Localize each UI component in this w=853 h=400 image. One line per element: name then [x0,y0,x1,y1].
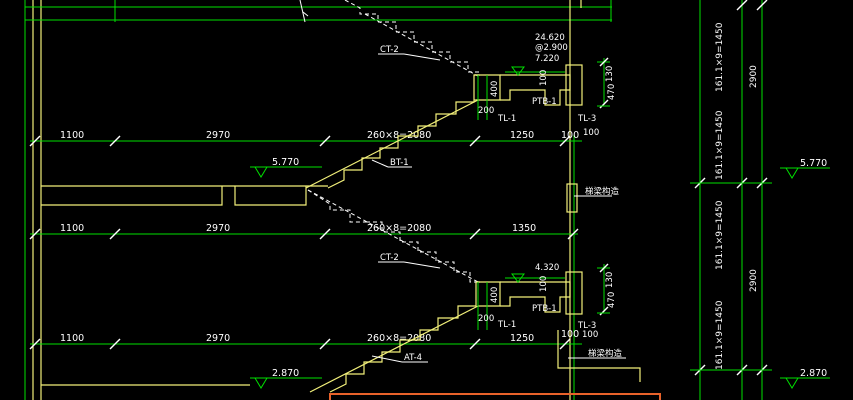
dim-200-a: 200 [478,106,494,116]
dim1-1100: 1100 [60,130,84,141]
label-ptb1-b: PTB-1 [532,304,557,314]
dim-470-a: 470 [607,84,617,100]
selection-frame [329,393,661,400]
dim-470-b: 470 [607,292,617,308]
left-walls [24,0,116,400]
dim2-1350: 1350 [512,223,536,234]
dim2-2970: 2970 [206,223,230,234]
vert-dim-1: 161.1×9=1450 [715,22,725,92]
label-ptb1-a: PTB-1 [532,97,557,107]
lower-beam-detail: 梯梁构造 [557,330,641,382]
upper-landing-block [474,57,610,120]
right-column [569,0,612,400]
elev-upper-2: @2.900 [535,43,568,53]
dim-100-b: 100 [539,276,549,292]
dim3-2080: 260×8=2080 [367,333,431,344]
right-elev-marker-1: 5.770 [780,158,830,179]
elev-upper-3: 7.220 [535,54,559,64]
right-elev-marker-2: 2.870 [780,368,830,389]
label-tl3-b: TL-3 [577,321,596,331]
dim-130-a: 130 [605,66,615,82]
top-floor-lines [25,0,612,23]
left-elev-marker-1: 5.770 [250,157,322,178]
dim-400-b: 400 [490,287,500,303]
vertical-dims: 161.1×9=1450 161.1×9=1450 161.1×9=1450 1… [715,22,759,370]
label-bt1: BT-1 [390,158,409,168]
label-ct2-b: CT-2 [380,253,399,263]
note-a: 梯梁构造 [585,186,620,197]
dim1-100: 100 [561,130,579,141]
dim3-1100: 1100 [60,333,84,344]
dim1-1250: 1250 [510,130,534,141]
dim-130-b: 130 [605,272,615,288]
mid-beam-section: 梯梁构造 [566,183,620,213]
left-elev-marker-2: 2.870 [250,368,322,389]
left-elev-1: 5.770 [272,157,299,168]
dim2-1100: 1100 [60,223,84,234]
vert-dim-3: 161.1×9=1450 [715,110,725,180]
right-elev-1: 5.770 [800,158,827,169]
lower-annotations: CT-2 4.320 400 100 200 PTB-1 TL-1 TL-3 1… [371,253,617,363]
upper-dashed-stair [307,0,480,223]
label-ct2-a: CT-2 [380,45,399,55]
dim-row-1: 1100 2970 260×8=2080 1250 100 100 [29,128,599,147]
dim3-2970: 2970 [206,333,230,344]
label-tl1-b: TL-1 [497,320,516,330]
vert-2900-b: 2900 [749,269,759,292]
label-tl1-a: TL-1 [497,114,516,124]
vert-dim-2: 161.1×9=1450 [715,200,725,270]
upper-annotations: CT-2 24.620 @2.900 7.220 400 100 200 PTB… [371,33,617,168]
dim-row-2: 1100 2970 260×8=2080 1350 [29,223,579,240]
lower-landing-block [476,263,610,330]
elev-upper-1: 24.620 [535,33,565,43]
right-elev-2: 2.870 [800,368,827,379]
lower-dashed-stair [307,189,480,283]
dim2-2080: 260×8=2080 [367,223,431,234]
dim-200-b: 200 [478,314,494,324]
dim-row-3: 1100 2970 260×8=2080 1250 100 [29,329,582,350]
label-tl3-a: TL-3 [577,114,596,124]
right-elevation-axis [690,0,772,400]
lower-stair-flight [41,281,480,393]
vert-dim-4: 161.1×9=1450 [715,300,725,370]
dim1-2970: 2970 [206,130,230,141]
dim3-1250: 1250 [510,333,534,344]
dim-100-c: 100 [582,330,598,340]
elev-mid: 4.320 [535,263,559,273]
left-elev-2: 2.870 [272,368,299,379]
vert-2900-a: 2900 [749,65,759,88]
dim-100-a: 100 [539,70,549,86]
upper-landing-slab [41,185,328,206]
dim-400-a: 400 [490,81,500,97]
note-b: 梯梁构造 [588,348,623,359]
dim3-100: 100 [561,329,579,340]
dim1-100-side: 100 [583,128,599,138]
label-at4: AT-4 [404,353,422,363]
